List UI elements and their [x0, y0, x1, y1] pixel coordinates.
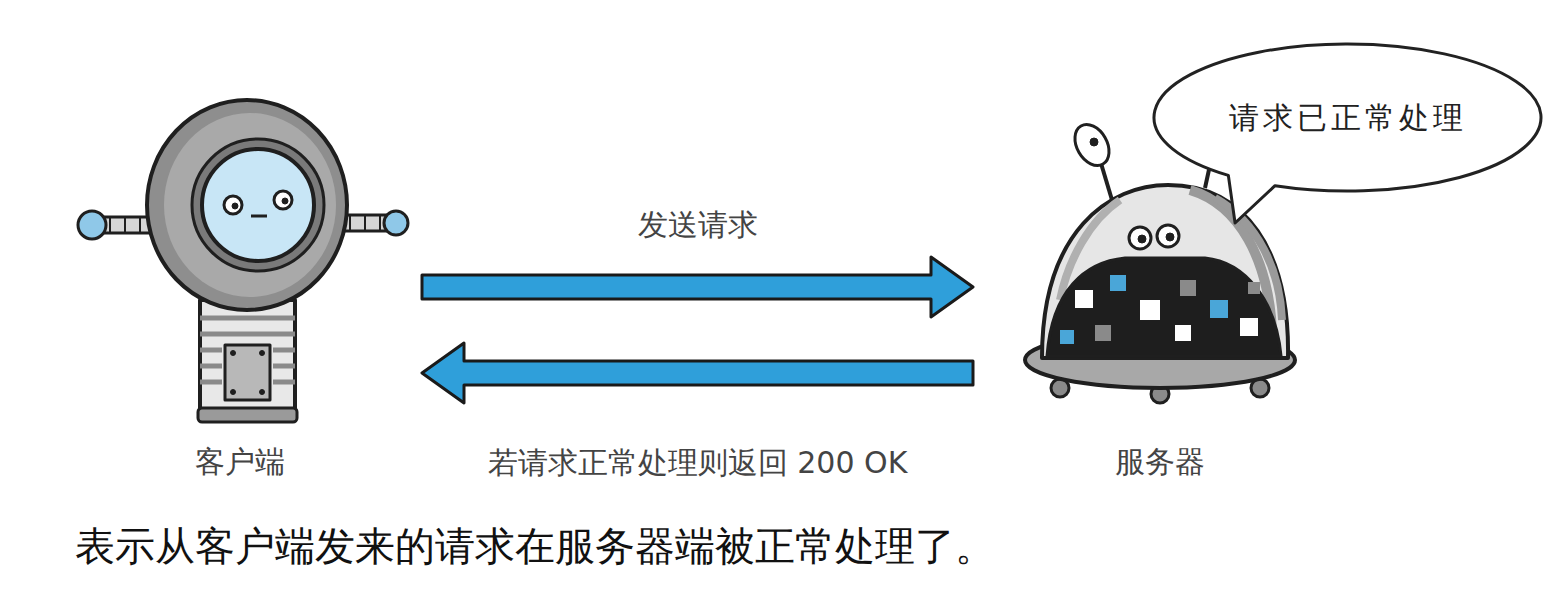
illustration-part	[379, 215, 381, 231]
illustration-part	[147, 100, 347, 310]
bubble-outline	[1154, 44, 1541, 223]
speech-bubble: 请求已正常处理	[1150, 40, 1545, 195]
illustration-part	[260, 351, 265, 356]
illustration-part	[192, 139, 324, 271]
figure-caption: 表示从客户端发来的请求在服务器端被正常处理了。	[75, 522, 995, 570]
illustration-part	[364, 215, 366, 231]
illustration-part	[164, 113, 336, 297]
illustration-part	[1138, 235, 1146, 243]
illustration-part	[1042, 185, 1288, 358]
illustration-part	[273, 364, 295, 369]
illustration-part	[1060, 330, 1074, 344]
illustration-part	[349, 215, 351, 231]
illustration-part	[225, 345, 270, 400]
illustration-part	[384, 211, 408, 235]
illustration-part	[273, 348, 295, 353]
illustration-part	[124, 217, 126, 233]
client-robot: 客户端	[70, 80, 410, 480]
node-label: 服务器	[1115, 444, 1205, 480]
illustration-part	[274, 191, 292, 209]
illustration-part	[260, 390, 265, 395]
node-label: 客户端	[195, 444, 285, 480]
arrow-label: 若请求正常处理则返回 200 OK	[484, 445, 912, 481]
illustration-part	[1129, 227, 1151, 249]
illustration-part	[231, 390, 236, 395]
illustration-part	[1110, 275, 1126, 291]
message-arrow	[422, 343, 973, 403]
illustration-part	[198, 408, 297, 422]
illustration-part	[200, 364, 222, 369]
illustration-part	[109, 217, 111, 233]
illustration-part	[231, 351, 236, 356]
illustration-part	[200, 332, 295, 337]
illustration-part	[232, 203, 238, 209]
illustration-part	[1095, 325, 1111, 341]
illustration-part	[1166, 233, 1174, 241]
illustration-part	[200, 316, 295, 321]
illustration-part	[200, 380, 222, 385]
illustration-part	[202, 149, 314, 261]
message-arrow	[422, 257, 973, 317]
illustration-part	[224, 196, 242, 214]
illustration-part	[200, 348, 222, 353]
illustration-part	[273, 380, 295, 385]
illustration-part	[1090, 138, 1098, 146]
illustration-part	[1175, 325, 1191, 341]
illustration-part	[1068, 118, 1116, 171]
illustration-part	[200, 300, 295, 418]
message-arrow	[422, 257, 973, 317]
illustration-part	[1075, 290, 1093, 308]
message-arrow	[422, 343, 973, 403]
arrow-label: 发送请求	[634, 207, 762, 243]
illustration-part	[1140, 300, 1160, 320]
illustration-part	[1157, 225, 1179, 247]
illustration-part	[1240, 318, 1258, 336]
illustration-part	[139, 217, 141, 233]
illustration-part	[282, 198, 288, 204]
node-label: 请求已正常处理	[1229, 100, 1467, 136]
illustration-part	[251, 215, 267, 218]
illustration-part	[78, 211, 106, 239]
illustration-part	[1210, 300, 1228, 318]
illustration-part	[1248, 282, 1260, 294]
illustration-part	[1047, 258, 1281, 356]
client-robot-figure	[78, 100, 408, 422]
illustration-part	[1180, 280, 1196, 296]
